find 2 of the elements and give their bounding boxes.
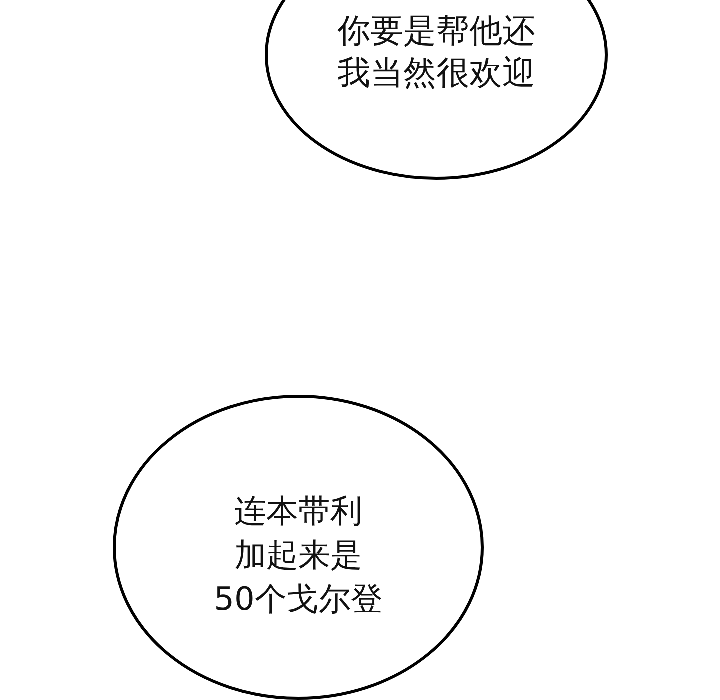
speech-text: 你要是帮他还我当然很欢迎 [336,10,536,94]
speech-text: 连本带利加起来是50个戈尔登 [213,491,384,620]
